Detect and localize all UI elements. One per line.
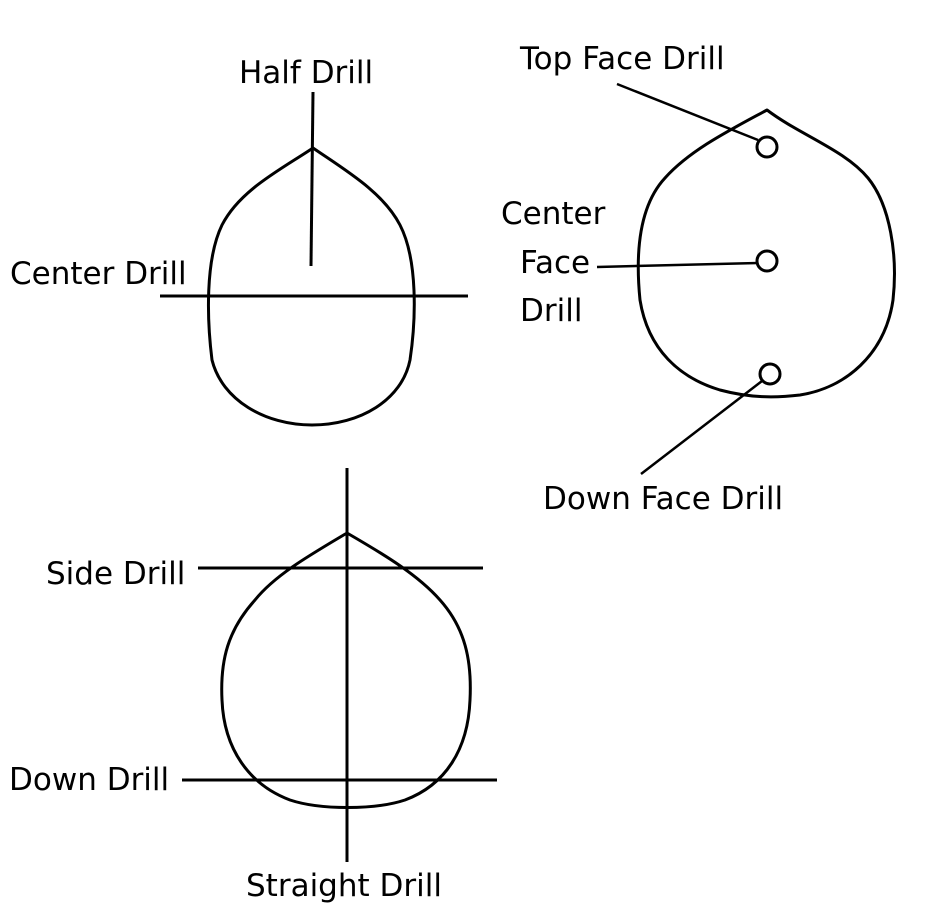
top-face-drill-leader [616, 82, 759, 142]
side-drill-label: Side Drill [46, 556, 185, 592]
teardrop-face-drills [596, 82, 896, 475]
center-face-drill-label-line3: Drill [520, 293, 582, 329]
center-face-drill-label-line1: Center [501, 196, 606, 232]
teardrop-half-center [160, 91, 468, 427]
down-face-drill-hole [758, 362, 782, 386]
top-face-drill-hole [755, 135, 779, 159]
down-drill-label: Down Drill [9, 762, 169, 798]
center-face-drill-label-line2: Face [520, 245, 590, 281]
down-face-drill-leader [640, 380, 763, 475]
half-drill-label: Half Drill [239, 55, 373, 91]
center-drill-label: Center Drill [10, 256, 187, 292]
center-face-drill-hole [755, 249, 779, 273]
half-drill-line [309, 91, 315, 267]
top-face-drill-label: Top Face Drill [519, 41, 725, 77]
straight-drill-label: Straight Drill [246, 868, 442, 904]
down-face-drill-label: Down Face Drill [543, 481, 783, 517]
teardrop-outline-2 [636, 108, 896, 399]
teardrop-outline-1 [206, 146, 416, 427]
center-face-drill-leader [596, 261, 759, 269]
teardrop-side-down-straight [182, 468, 497, 862]
